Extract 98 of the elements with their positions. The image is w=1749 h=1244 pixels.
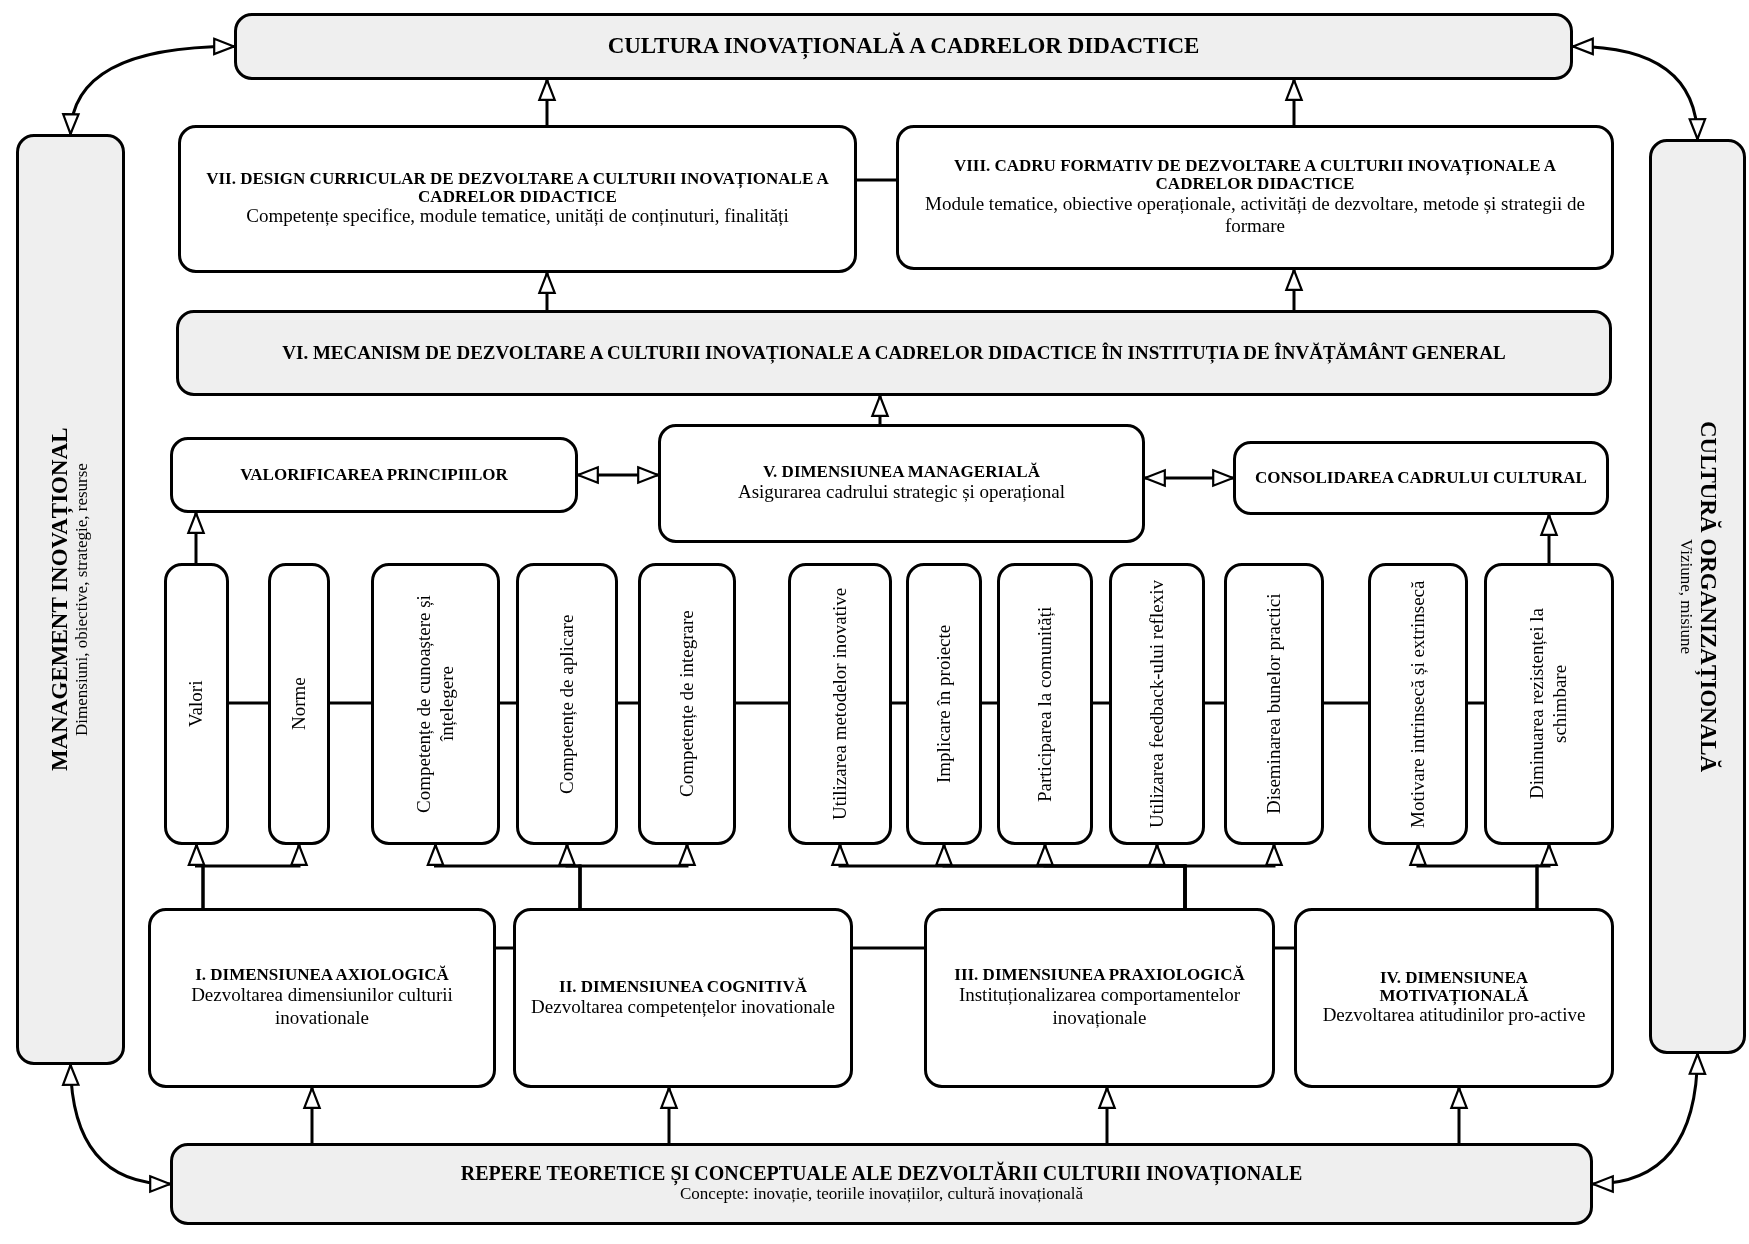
box-heading: VII. DESIGN CURRICULAR DE DEZVOLTARE A CULTURII INOVAȚIONALE A CADRELOR DIDACTICE [205,169,830,206]
box-text: Implicare în proiecte [932,624,955,784]
process-box [234,13,1573,80]
connector-line [229,701,268,705]
box-text: Module tematice, obiective operaționale, activități de dezvoltare, metode și strategii de formare [924,192,1586,239]
connector-line [736,701,788,705]
box-text: Participarea la comunități [1033,606,1056,802]
process-box [170,437,578,513]
vertical-box [1649,139,1746,1054]
box-heading: III. DIMENSIUNEA PRAXIOLOGICĂ [954,966,1245,985]
box-text: Competențe de aplicare [555,614,578,794]
box-heading: I. DIMENSIUNEA AXIOLOGICĂ [195,966,449,985]
process-box [170,1143,1593,1225]
box-heading: REPERE TEORETICE ȘI CONCEPTUALE ALE DEZVOLTĂRII CULTURII INOVAȚIONALE [460,1163,1303,1185]
box-text: Dezvoltarea competențelor inovationale [531,995,835,1019]
connector-line [496,946,513,950]
connector-line [330,701,371,705]
arrow [201,843,308,908]
box-text: Competențe de cunoaștere și înțelegere [412,594,458,815]
arrow [1285,268,1303,310]
arrow [538,271,556,310]
arrow [1450,1086,1468,1143]
vertical-box [164,563,229,845]
connector-line [853,946,924,950]
vertical-box [1368,563,1468,845]
box-text: Asigurarea cadrului strategic și operațional [737,481,1066,504]
box-text: Viziune, misiune [1675,538,1696,655]
arrow [1540,513,1558,563]
process-box [148,908,496,1088]
box-text: Dezvoltarea dimensiunilor culturii inovationale [190,984,454,1030]
connector-line [1093,701,1109,705]
arrow [660,1086,678,1143]
double-arrow [62,1063,172,1192]
process-box [658,424,1145,543]
box-text: Dezvoltarea atitudinilor pro-active [1322,1004,1586,1028]
box-heading: VIII. CADRU FORMATIV DE DEZVOLTARE A CULTURII INOVAȚIONALE A CADRELOR DIDACTICE [952,156,1558,193]
connector-line [1205,701,1224,705]
vertical-box [997,563,1093,845]
box-text: Norme [287,677,310,731]
arrow [538,78,556,125]
arrow [578,843,696,908]
process-box [924,908,1275,1088]
process-box [1233,441,1609,515]
box-text: Motivare intrinsecă și extrinsecă [1406,580,1429,828]
double-arrow [1591,1052,1706,1192]
process-box [896,125,1614,270]
box-heading: II. DIMENSIUNEA COGNITIVĂ [559,977,807,996]
box-text: Valori [185,680,208,728]
box-text: Utilizarea feedback-ului reflexiv [1145,580,1168,828]
vertical-box [1109,563,1205,845]
arrow [1535,843,1558,908]
process-box [178,125,857,273]
arrow [871,394,889,424]
box-heading: IV. DIMENSIUNEA MOTIVAȚIONALĂ [1378,968,1530,1005]
box-heading: CULTURĂ ORGANIZAȚIONALĂ [1695,420,1720,773]
double-arrow [1571,38,1706,141]
connector-line [1468,701,1484,705]
connector-line [857,178,896,182]
box-text: Dimensiuni, obiective, strategie, resurse [72,463,93,736]
process-box [176,310,1612,396]
vertical-box [371,563,500,845]
vertical-box [516,563,618,845]
arrow [187,511,205,563]
box-text: Utilizarea metodelor inovative [828,587,851,821]
double-arrow [576,466,660,484]
box-text: Diminuarea rezistenței la schimbare [1526,607,1571,802]
arrow [1098,1086,1116,1143]
box-heading: V. DIMENSIUNEA MANAGERIALĂ [763,463,1040,481]
double-arrow [1143,469,1235,487]
connector-line [618,701,638,705]
process-box [1294,908,1614,1088]
vertical-box [16,134,125,1065]
box-text: Competențe specifice, module tematice, unități de conținuturi, finalități [246,205,789,229]
connector-line [1275,946,1294,950]
vertical-box [906,563,982,845]
connector-line [1324,701,1368,705]
box-text: Concepte: inovație, teoriile inovațiilor, cultură inovațională [680,1184,1083,1205]
connector-line [500,701,516,705]
vertical-box [1224,563,1324,845]
box-text: Competențe de integrare [675,610,698,798]
box-heading: CONSOLIDAREA CADRULUI CULTURAL [1255,469,1587,487]
vertical-box [638,563,736,845]
box-text: Diseminarea bunelor practici [1262,593,1285,815]
arrow [1183,843,1283,908]
box-heading: MANAGEMENT INOVAȚIONAL [48,427,73,772]
vertical-box [268,563,330,845]
vertical-box [788,563,892,845]
connector-line [982,701,997,705]
box-heading: CULTURA INOVAȚIONALĂ A CADRELOR DIDACTICE [607,34,1200,59]
box-heading: VALORIFICAREA PRINCIPIILOR [240,466,508,484]
arrow [303,1086,321,1143]
double-arrow [63,38,236,136]
box-text: Instituționalizarea comportamentelor inovaționale [957,984,1242,1030]
vertical-box [1484,563,1614,845]
process-box [513,908,853,1088]
arrow [1285,78,1303,125]
box-heading: VI. MECANISM DE DEZVOLTARE A CULTURII INOVAȚIONALE A CADRELOR DIDACTICE ÎN INSTITUȚIA DE ÎNVĂȚĂMÂNT GENERAL [282,343,1506,363]
connector-line [892,701,906,705]
